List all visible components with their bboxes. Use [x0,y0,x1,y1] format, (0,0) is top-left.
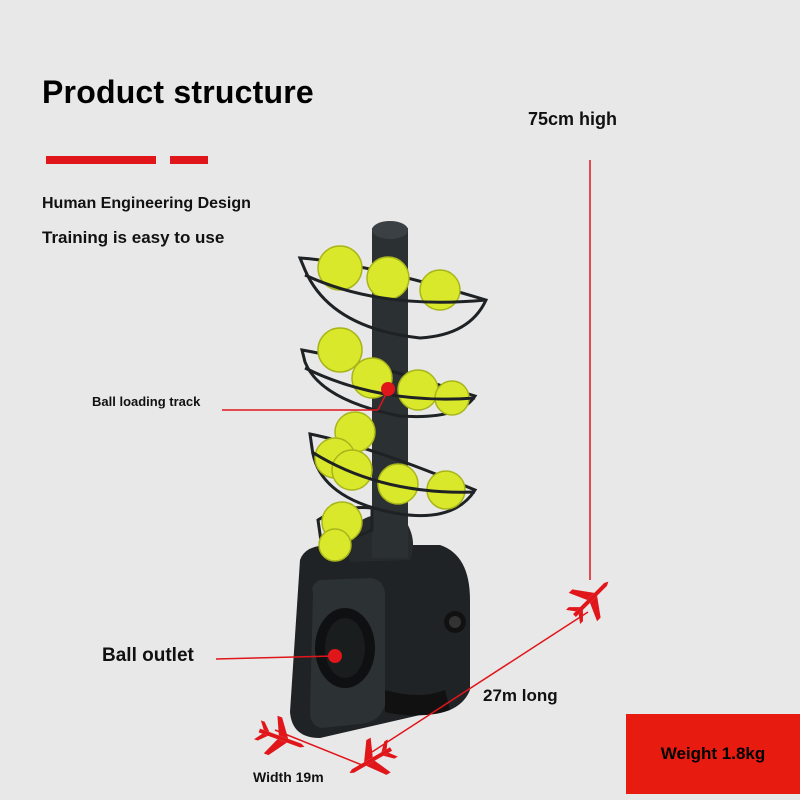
airplane-icon [349,737,398,775]
feature-ergonomic: Human Engineering Design [42,195,251,212]
loading-track-dot [381,382,395,396]
weight-badge: Weight 1.8kg [626,714,800,794]
length-label: 27m long [483,686,558,705]
ball-outlet-label: Ball outlet [102,645,194,666]
callout-lines [215,160,591,766]
weight-label: Weight 1.8kg [660,744,766,763]
title-underline-long [46,156,156,164]
airplane-icon [254,715,305,756]
height-label: 75cm high [528,109,618,129]
airplane-icon [565,581,609,625]
feature-easy-use: Training is easy to use [42,228,225,247]
loading-track-label: Ball loading track [92,394,201,409]
title-underline-short [170,156,208,164]
page-title: Product structure [42,74,314,110]
width-label: Width 19m [253,769,324,785]
tennis-balls [314,245,470,562]
outlet-dot [328,649,342,663]
machine-base [290,515,470,738]
